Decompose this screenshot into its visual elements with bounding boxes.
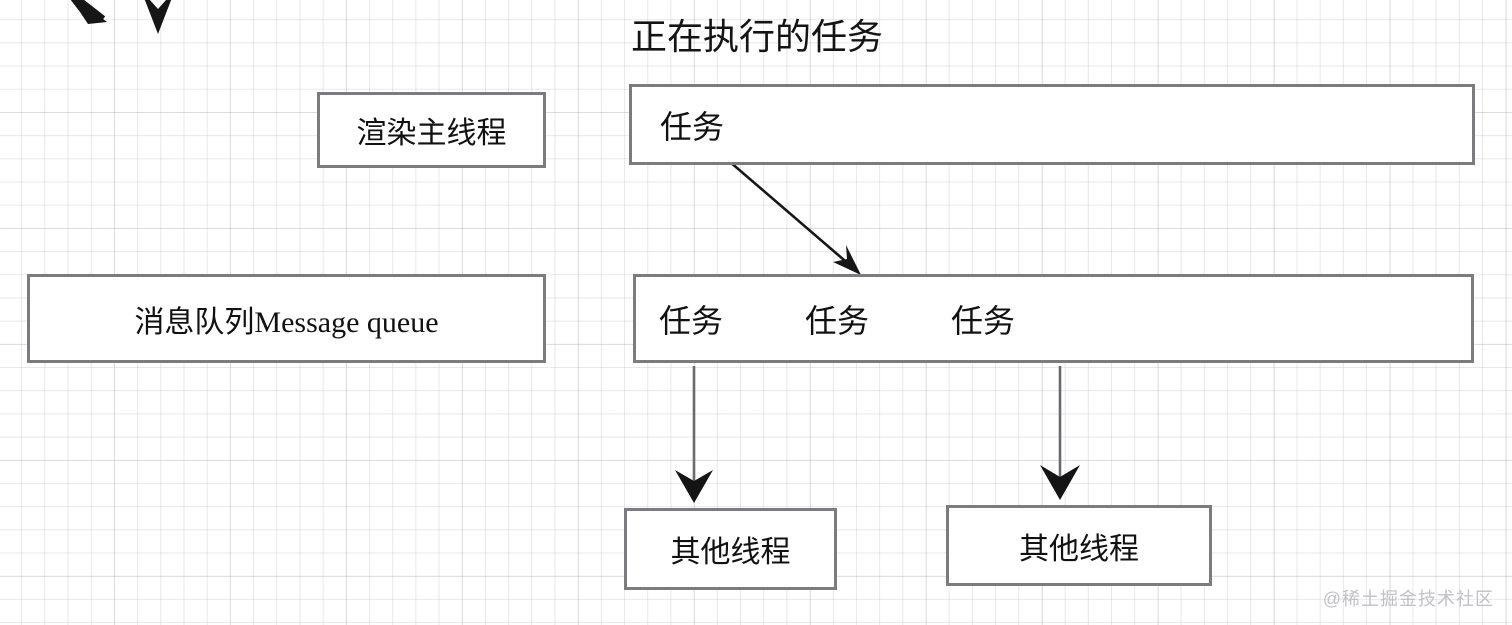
box-other-thread-1[interactable]: 其他线程 bbox=[624, 508, 837, 590]
box-message-queue[interactable]: 消息队列Message queue bbox=[27, 274, 546, 363]
task-queue-item[interactable]: 任务 bbox=[951, 302, 1016, 339]
watermark: @稀土掘金技术社区 bbox=[1322, 589, 1494, 609]
box-render-main-thread-label: 渲染主线程 bbox=[356, 117, 507, 150]
box-current-task[interactable]: 任务 bbox=[629, 84, 1475, 165]
task-queue-items: 任务 任务 任务 bbox=[659, 296, 1015, 342]
page-title-current-tasks: 正在执行的任务 bbox=[631, 17, 884, 57]
incoming-top-diagonal-arrowhead bbox=[70, 0, 107, 24]
box-other-thread-2[interactable]: 其他线程 bbox=[946, 505, 1212, 586]
task-queue-item[interactable]: 任务 bbox=[805, 302, 870, 339]
box-current-task-label: 任务 bbox=[660, 108, 725, 145]
arrow-queue-to-other-thread-2 bbox=[1040, 366, 1080, 500]
arrow-queue-to-other-thread-1 bbox=[675, 366, 713, 503]
box-task-queue[interactable]: 任务 任务 任务 bbox=[633, 274, 1474, 363]
incoming-top-vertical-arrowhead bbox=[144, 0, 172, 34]
box-message-queue-label: 消息队列Message queue bbox=[134, 305, 439, 339]
box-other-thread-1-label: 其他线程 bbox=[670, 536, 791, 569]
box-other-thread-2-label: 其他线程 bbox=[1019, 532, 1139, 566]
task-queue-item[interactable]: 任务 bbox=[659, 302, 724, 339]
box-render-main-thread[interactable]: 渲染主线程 bbox=[317, 92, 546, 168]
